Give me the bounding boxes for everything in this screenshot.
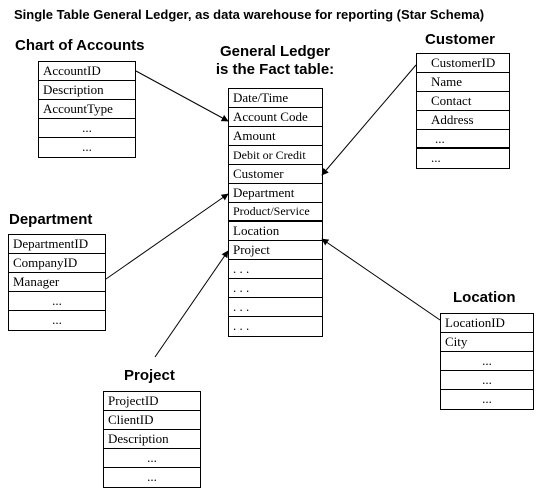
field-row: ... — [441, 371, 533, 390]
customer-heading: Customer — [425, 31, 496, 48]
fact-field-row: Project — [229, 241, 322, 260]
fact-field-row: . . . — [229, 279, 322, 298]
field-row: AccountType — [39, 100, 135, 119]
field-row: CompanyID — [9, 254, 105, 273]
fact-heading-line2: is the Fact table: — [215, 61, 335, 78]
field-row: Address — [417, 111, 509, 130]
field-row: ... — [441, 352, 533, 371]
diagram-title: Single Table General Ledger, as data war… — [14, 7, 485, 22]
field-row: ... — [82, 139, 92, 154]
fact-heading-line1: General Ledger — [219, 43, 331, 60]
field-row: CustomerID — [417, 54, 509, 73]
location-table: LocationID City ... ... ... — [440, 313, 534, 410]
field-row: AccountID — [39, 62, 135, 81]
field-row: Manager — [9, 273, 105, 292]
field-row: ClientID — [104, 411, 200, 430]
fact-field-row: Department — [229, 184, 322, 203]
arrow-customer-to-fact — [321, 64, 417, 176]
field-row: Description — [104, 430, 200, 449]
fact-field-row: Location — [229, 222, 322, 241]
field-row: LocationID — [441, 314, 533, 333]
general-ledger-fact-table: Date/Time Account Code Amount Debit or C… — [228, 88, 323, 337]
fact-field-row: Debit or Credit — [229, 146, 322, 165]
field-row: ... — [104, 449, 200, 468]
department-table: DepartmentID CompanyID Manager ... ... — [8, 234, 106, 331]
fact-field-row: . . . — [229, 298, 322, 317]
field-row: ... — [417, 130, 509, 149]
arrow-chart-of-accounts-to-fact — [135, 70, 229, 122]
field-row: Name — [417, 73, 509, 92]
arrow-department-to-fact — [105, 193, 229, 280]
project-table: ProjectID ClientID Description ... ... — [103, 391, 201, 488]
field-row: ... — [147, 469, 157, 484]
field-row: ... — [431, 150, 441, 165]
department-heading: Department — [9, 211, 93, 228]
field-row: City — [441, 333, 533, 352]
fact-field-row: Product/Service — [229, 203, 322, 222]
fact-field-row: Customer — [229, 165, 322, 184]
location-heading: Location — [453, 289, 516, 306]
arrow-location-to-fact — [321, 238, 441, 321]
arrow-project-to-fact — [154, 250, 229, 358]
customer-table: CustomerID Name Contact Address ... ... — [416, 53, 510, 169]
field-row: ... — [39, 119, 135, 138]
fact-field-row: Amount — [229, 127, 322, 146]
fact-field-row: . . . — [229, 260, 322, 279]
field-row: Contact — [417, 92, 509, 111]
field-row: ProjectID — [104, 392, 200, 411]
field-row: DepartmentID — [9, 235, 105, 254]
fact-field-row: Account Code — [229, 108, 322, 127]
fact-table-heading: General Ledger is the Fact table: — [200, 43, 350, 79]
field-row: ... — [52, 312, 62, 327]
fact-field-row: Date/Time — [229, 89, 322, 108]
project-heading: Project — [124, 367, 175, 384]
chart-of-accounts-heading: Chart of Accounts — [15, 37, 145, 54]
field-row: ... — [9, 292, 105, 311]
field-row: ... — [482, 391, 492, 406]
field-row: Description — [39, 81, 135, 100]
chart-of-accounts-table: AccountID Description AccountType ... ..… — [38, 61, 136, 158]
fact-field-row: . . . — [233, 318, 250, 333]
